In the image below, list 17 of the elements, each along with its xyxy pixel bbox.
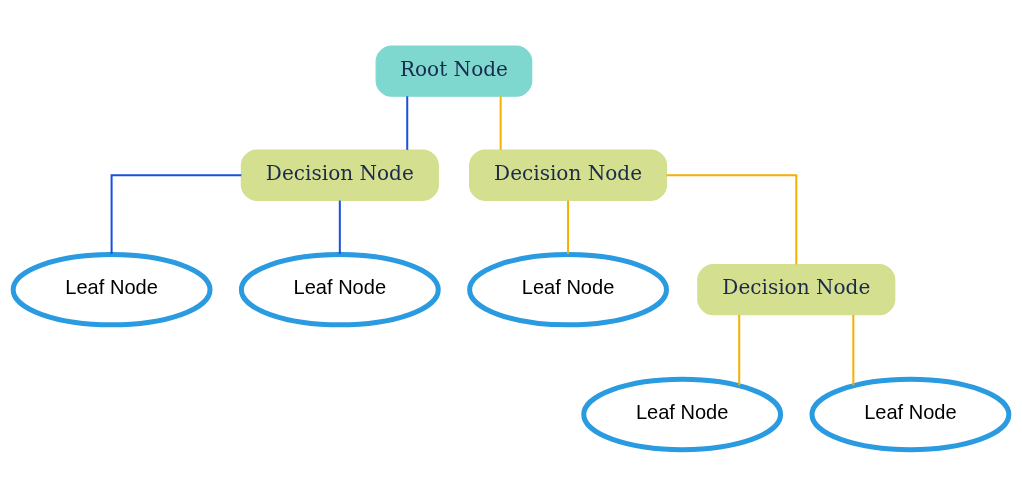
node-ellipse: Leaf Node — [467, 251, 669, 327]
node-ellipse: Leaf Node — [238, 251, 441, 327]
connector — [567, 200, 570, 254]
node-ellipse: Leaf Node — [10, 251, 213, 327]
node-ellipse: Leaf Node — [809, 376, 1012, 452]
connector — [406, 95, 409, 150]
connector — [110, 173, 242, 254]
connector — [852, 314, 855, 385]
connector — [666, 173, 798, 264]
node-box: Decision Node — [697, 263, 896, 315]
node-box: Root Node — [375, 44, 533, 97]
connector — [738, 314, 741, 385]
node-box: Decision Node — [469, 148, 668, 201]
connector — [499, 95, 502, 150]
connector — [338, 200, 341, 254]
node-box: Decision Node — [240, 148, 439, 201]
node-ellipse: Leaf Node — [581, 376, 784, 452]
